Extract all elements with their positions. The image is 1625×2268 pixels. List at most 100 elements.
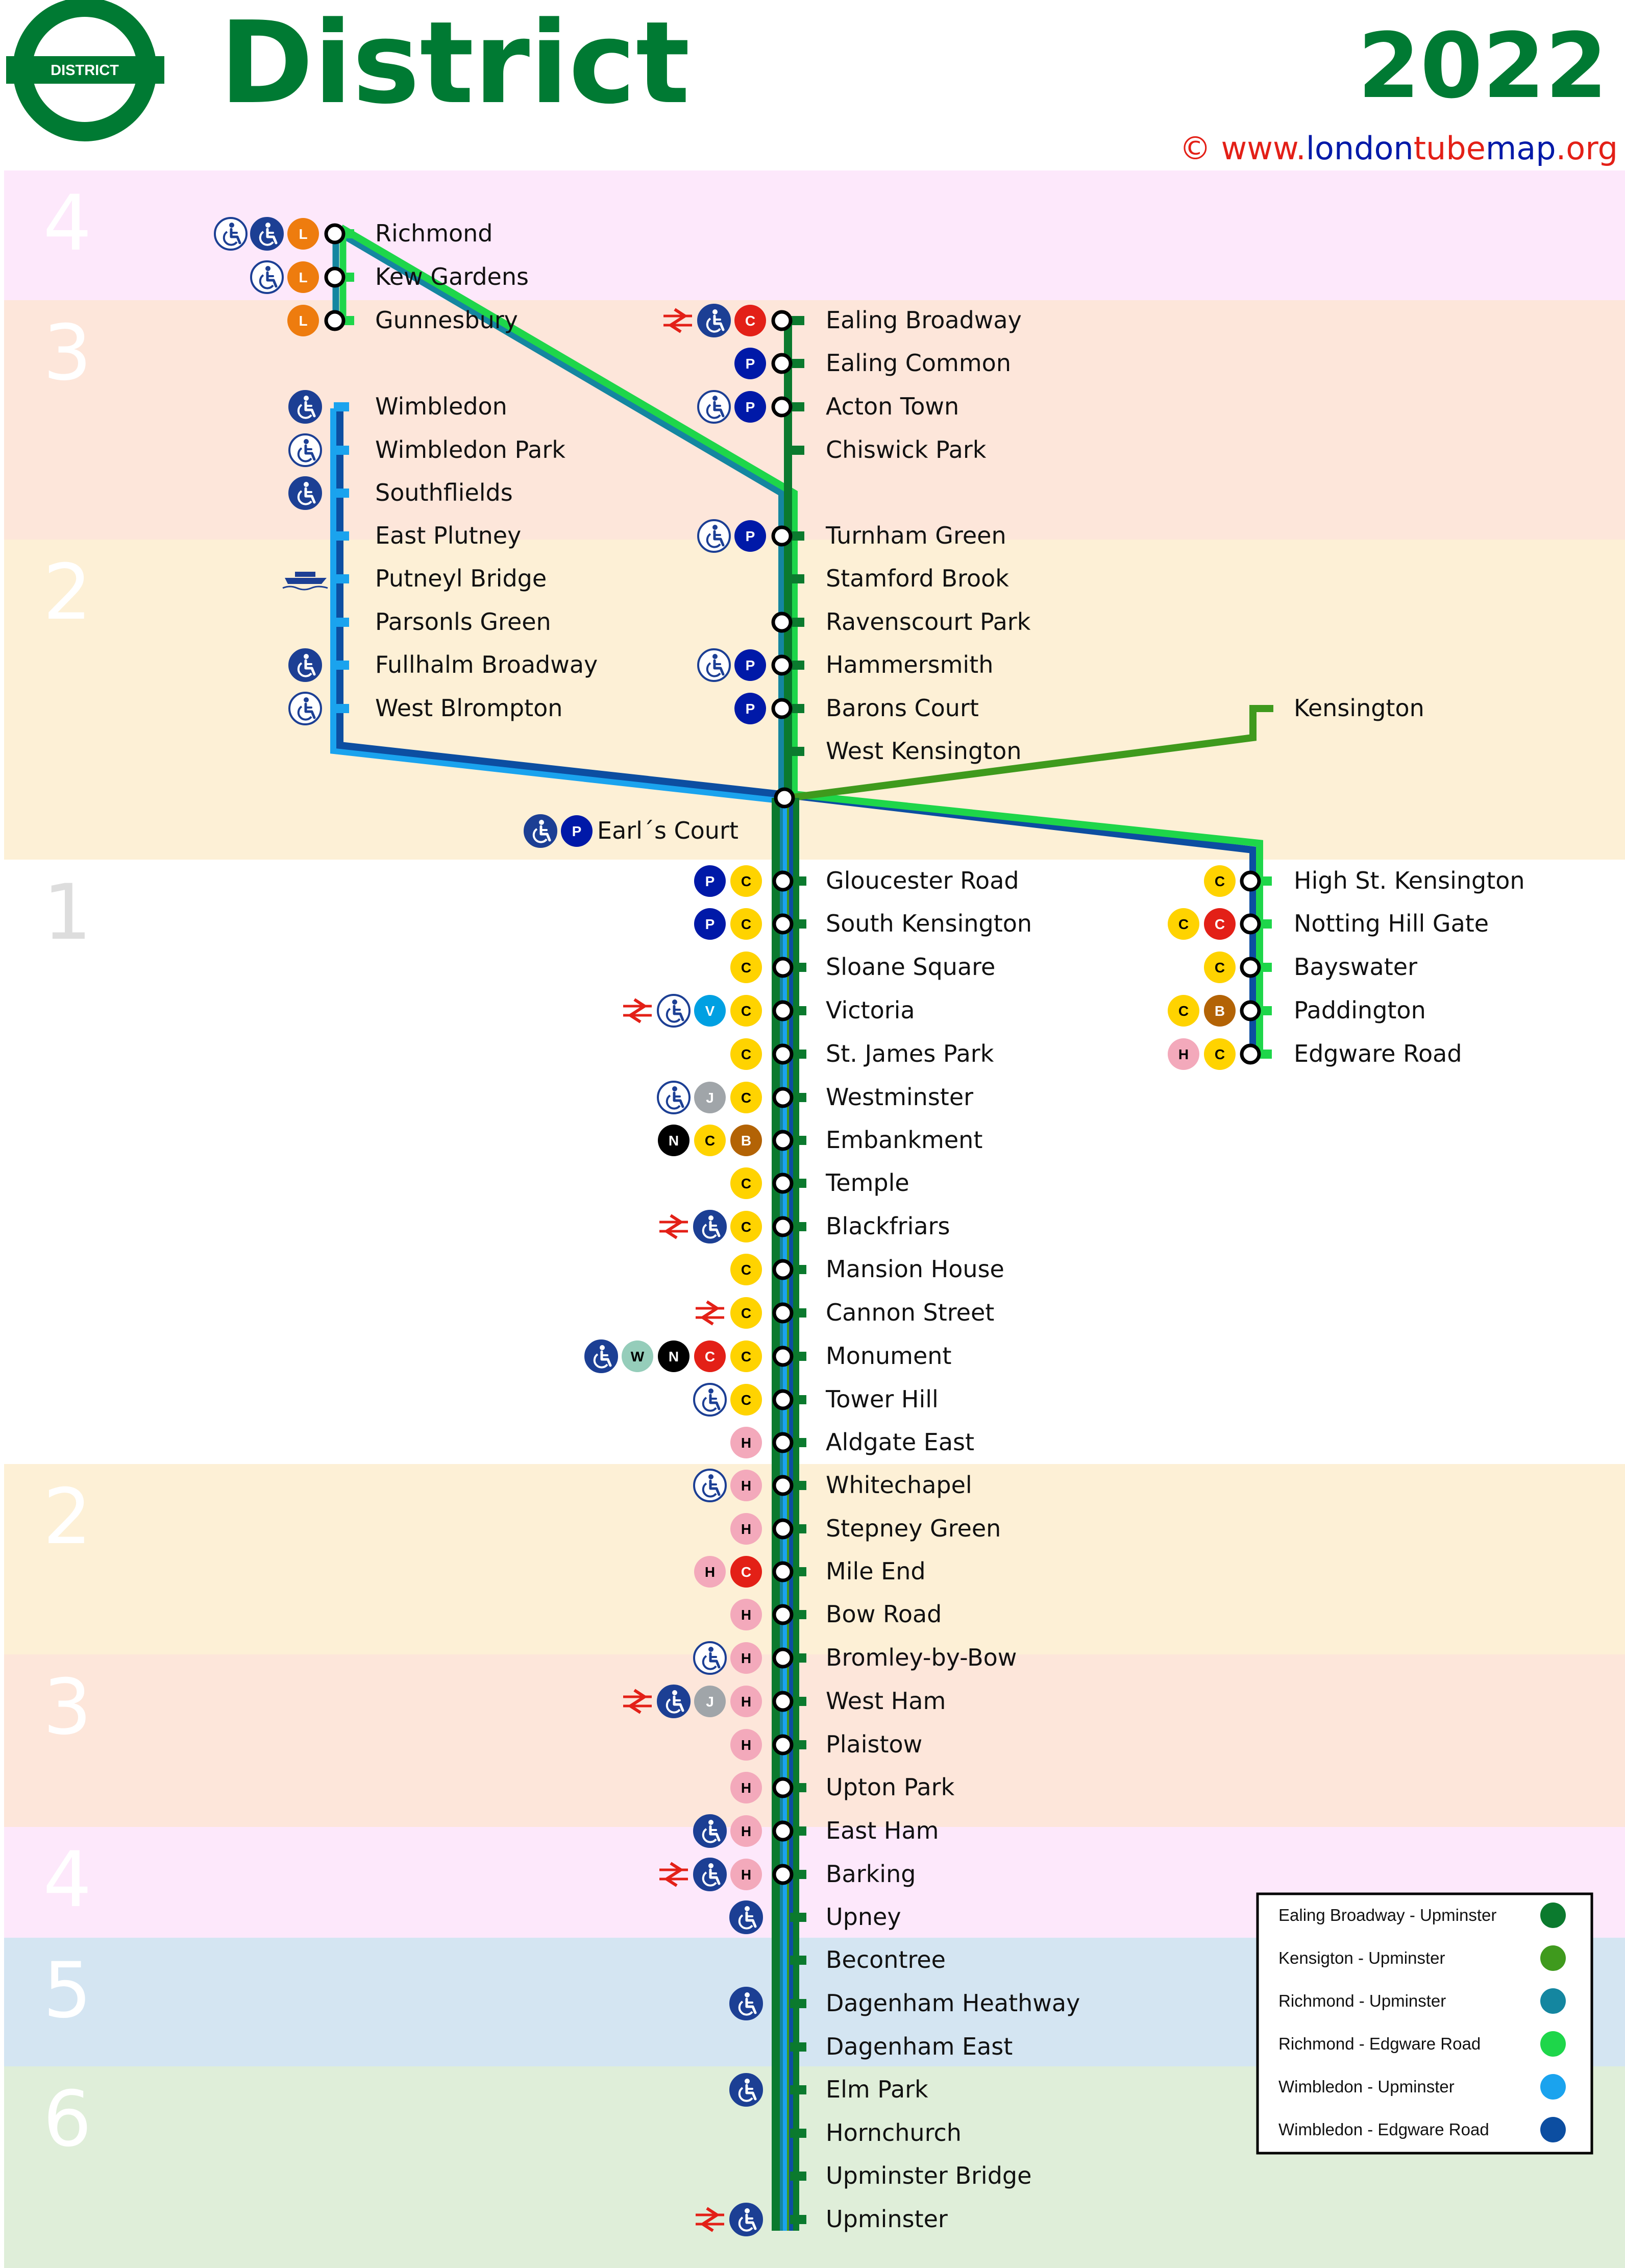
interchange-circle[interactable]	[772, 870, 794, 892]
interchange-circle[interactable]	[772, 1561, 794, 1582]
station-label-high-st-kensington[interactable]: High St. Kensington	[1294, 867, 1525, 894]
station-label-wimbledon[interactable]: Wimbledon	[375, 393, 507, 420]
station-label-east-ham[interactable]: East Ham	[826, 1817, 939, 1844]
interchange-circle[interactable]	[1240, 1000, 1261, 1021]
interchange-circle[interactable]	[1240, 957, 1261, 978]
station-label-whitechapel[interactable]: Whitechapel	[826, 1471, 972, 1499]
interchange-circle[interactable]	[324, 266, 346, 288]
station-label-aldgate-east[interactable]: Aldgate East	[826, 1428, 974, 1456]
station-label-stamford-brook[interactable]: Stamford Brook	[826, 565, 1009, 592]
station-label-paddington[interactable]: Paddington	[1294, 996, 1426, 1024]
interchange-circle[interactable]	[772, 1346, 794, 1367]
station-label-hammersmith[interactable]: Hammersmith	[826, 651, 993, 678]
interchange-circle[interactable]	[771, 698, 793, 719]
station-label-notting-hill-gate[interactable]: Notting Hill Gate	[1294, 910, 1489, 937]
station-label-wimbledon-park[interactable]: Wimbledon Park	[375, 436, 565, 464]
station-label-acton-town[interactable]: Acton Town	[826, 393, 959, 420]
station-label-south-kensington[interactable]: South Kensington	[826, 910, 1032, 937]
station-label-bow-road[interactable]: Bow Road	[826, 1600, 942, 1628]
station-label-dagenham-heathway[interactable]: Dagenham Heathway	[826, 1989, 1080, 2017]
station-label-westminster[interactable]: Westminster	[826, 1083, 973, 1111]
station-label-ravenscourt-park[interactable]: Ravenscourt Park	[826, 608, 1031, 636]
interchange-circle[interactable]	[772, 1173, 794, 1194]
station-label-dagenham-east[interactable]: Dagenham East	[826, 2033, 1013, 2060]
interchange-circle[interactable]	[772, 1864, 794, 1885]
station-label-ealing-broadway[interactable]: Ealing Broadway	[826, 306, 1022, 334]
interchange-circle[interactable]	[324, 310, 346, 331]
station-label-mansion-house[interactable]: Mansion House	[826, 1255, 1004, 1283]
station-label-bayswater[interactable]: Bayswater	[1294, 953, 1417, 981]
station-label-earl-s-court[interactable]: Earl´s Court	[597, 817, 738, 844]
station-label-elm-park[interactable]: Elm Park	[826, 2076, 928, 2103]
interchange-circle[interactable]	[772, 1432, 794, 1453]
interchange-circle[interactable]	[772, 1777, 794, 1798]
interchange-circle[interactable]	[772, 1691, 794, 1712]
interchange-circle[interactable]	[1240, 913, 1261, 935]
interchange-circle[interactable]	[772, 913, 794, 935]
station-label-southflields[interactable]: Southflields	[375, 479, 513, 506]
interchange-circle[interactable]	[1240, 1043, 1261, 1065]
copyright-link[interactable]: © www.londontubemap.org	[1179, 130, 1618, 167]
station-label-west-ham[interactable]: West Ham	[826, 1687, 946, 1715]
interchange-circle[interactable]	[774, 787, 795, 809]
station-label-barking[interactable]: Barking	[826, 1860, 916, 1888]
station-label-west-blrompton[interactable]: West Blrompton	[375, 694, 562, 722]
interchange-circle[interactable]	[772, 1604, 794, 1625]
station-label-fullhalm-broadway[interactable]: Fullhalm Broadway	[375, 651, 598, 678]
station-label-cannon-street[interactable]: Cannon Street	[826, 1299, 994, 1326]
interchange-circle[interactable]	[772, 1302, 794, 1324]
interchange-circle[interactable]	[771, 396, 793, 418]
station-label-mile-end[interactable]: Mile End	[826, 1557, 926, 1585]
interchange-circle[interactable]	[772, 1043, 794, 1065]
station-label-embankment[interactable]: Embankment	[826, 1126, 982, 1154]
interchange-circle[interactable]	[772, 1820, 794, 1842]
interchange-circle[interactable]	[772, 1130, 794, 1151]
interchange-circle[interactable]	[324, 223, 346, 245]
station-label-victoria[interactable]: Victoria	[826, 996, 915, 1024]
interchange-circle[interactable]	[772, 957, 794, 978]
interchange-circle[interactable]	[771, 353, 793, 374]
interchange-circle[interactable]	[771, 310, 793, 331]
interchange-circle[interactable]	[772, 1647, 794, 1669]
station-label-putneyl-bridge[interactable]: Putneyl Bridge	[375, 565, 547, 592]
station-label-chiswick-park[interactable]: Chiswick Park	[826, 436, 987, 464]
station-label-east-plutney[interactable]: East Plutney	[375, 522, 521, 549]
interchange-circle[interactable]	[772, 1518, 794, 1540]
station-label-kew-gardens[interactable]: Kew Gardens	[375, 263, 529, 290]
station-label-tower-hill[interactable]: Tower Hill	[825, 1385, 939, 1413]
station-label-stepney-green[interactable]: Stepney Green	[826, 1515, 1001, 1542]
interchange-circle[interactable]	[772, 1389, 794, 1410]
station-label-st-james-park[interactable]: St. James Park	[826, 1040, 994, 1067]
station-label-hornchurch[interactable]: Hornchurch	[826, 2119, 962, 2147]
station-label-gunnesbury[interactable]: Gunnesbury	[375, 306, 518, 334]
station-label-turnham-green[interactable]: Turnham Green	[825, 522, 1006, 549]
interchange-circle[interactable]	[1240, 870, 1261, 892]
station-label-kensington[interactable]: Kensington	[1294, 694, 1424, 722]
interchange-circle[interactable]	[771, 525, 793, 547]
station-label-monument[interactable]: Monument	[826, 1342, 951, 1370]
station-label-parsonls-green[interactable]: Parsonls Green	[375, 608, 551, 636]
interchange-circle[interactable]	[772, 1734, 794, 1755]
station-label-upney[interactable]: Upney	[826, 1903, 901, 1931]
interchange-circle[interactable]	[772, 1000, 794, 1021]
interchange-circle[interactable]	[771, 654, 793, 676]
interchange-circle[interactable]	[772, 1087, 794, 1108]
station-label-sloane-square[interactable]: Sloane Square	[826, 953, 995, 981]
station-label-ealing-common[interactable]: Ealing Common	[826, 349, 1011, 377]
station-label-temple[interactable]: Temple	[825, 1169, 909, 1197]
station-label-upton-park[interactable]: Upton Park	[826, 1773, 955, 1801]
station-label-upminster[interactable]: Upminster	[826, 2205, 948, 2233]
station-label-edgware-road[interactable]: Edgware Road	[1294, 1040, 1462, 1067]
station-label-plaistow[interactable]: Plaistow	[826, 1730, 922, 1758]
interchange-circle[interactable]	[772, 1475, 794, 1496]
station-label-west-kensington[interactable]: West Kensington	[826, 737, 1021, 765]
station-label-barons-court[interactable]: Barons Court	[826, 694, 979, 722]
interchange-circle[interactable]	[772, 1216, 794, 1237]
station-label-richmond[interactable]: Richmond	[375, 220, 493, 247]
station-label-upminster-bridge[interactable]: Upminster Bridge	[826, 2162, 1031, 2189]
station-label-bromley-by-bow[interactable]: Bromley-by-Bow	[826, 1644, 1017, 1671]
station-label-gloucester-road[interactable]: Gloucester Road	[826, 867, 1019, 894]
interchange-circle[interactable]	[772, 1259, 794, 1280]
station-label-blackfriars[interactable]: Blackfriars	[826, 1212, 950, 1240]
station-label-becontree[interactable]: Becontree	[826, 1946, 946, 1973]
